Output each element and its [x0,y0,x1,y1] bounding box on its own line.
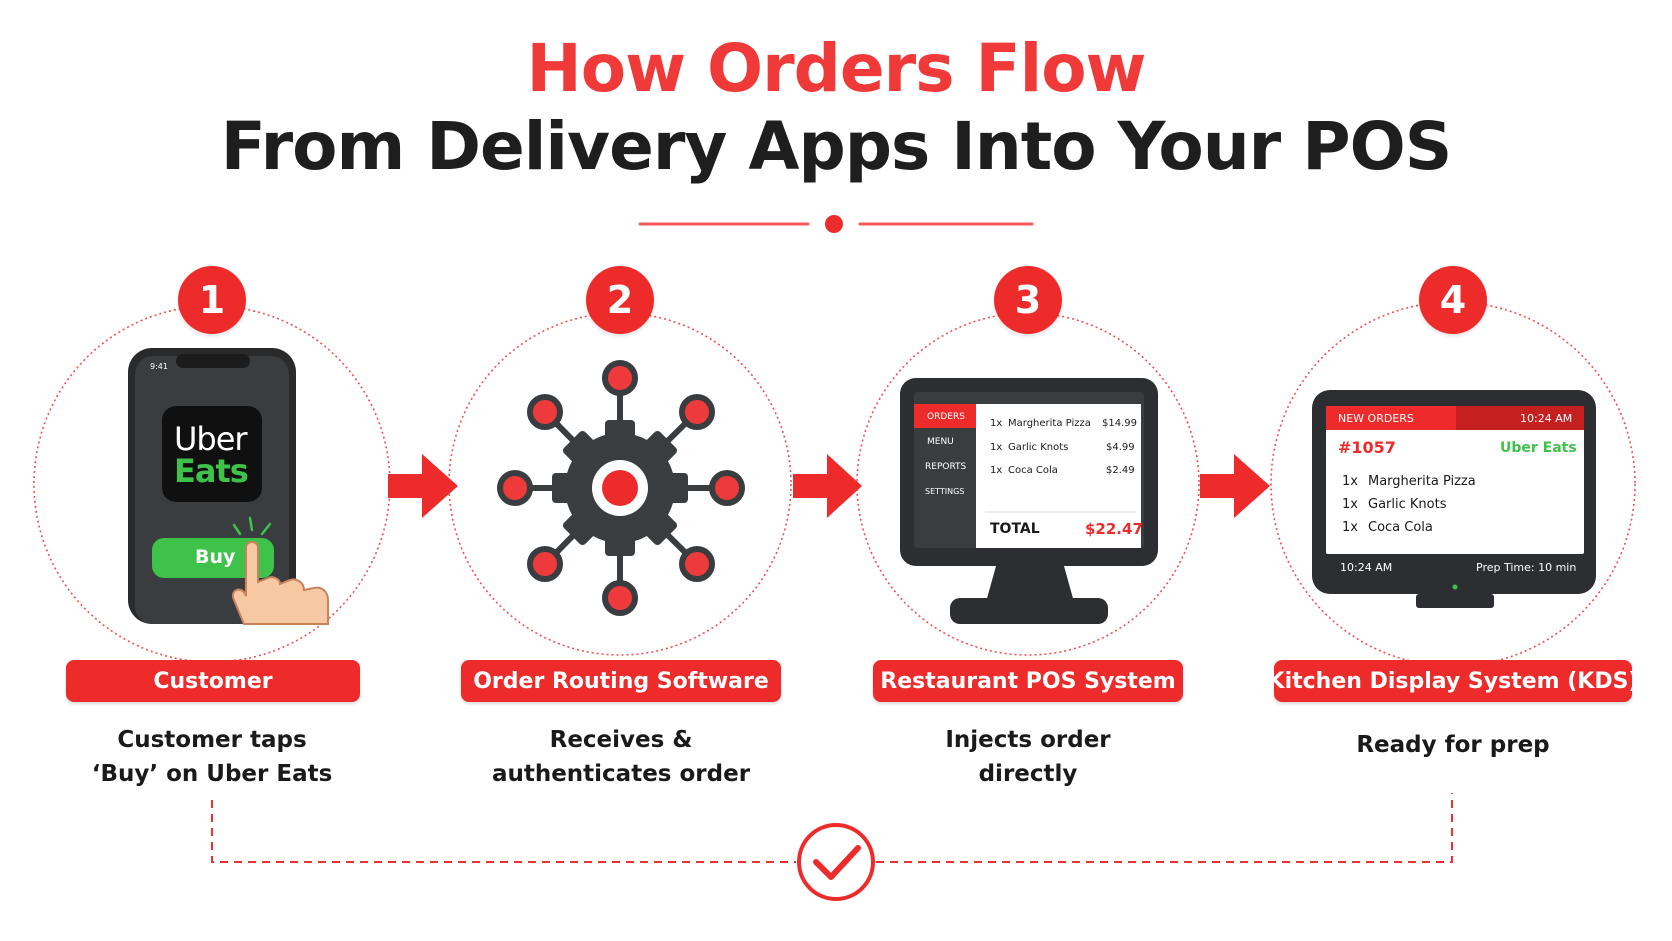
step-number-badge: 3 [994,266,1062,334]
kds-item-qty: 1x [1342,497,1358,512]
kds-item-qty: 1x [1342,474,1358,489]
pos-item-qty: 1x [990,418,1003,429]
uber-wordmark: Uber [174,420,248,458]
kds-order-id: #1057 [1338,438,1396,457]
hand-icon [232,541,329,625]
pos-menu-settings[interactable]: SETTINGS [925,487,965,496]
kds-item-qty: 1x [1342,520,1358,535]
step-number-badge: 4 [1419,266,1487,334]
pos-item-name: Garlic Knots [1008,442,1069,453]
eats-wordmark: Eats [174,452,249,490]
pos-menu-menu[interactable]: MENU [927,437,954,447]
desc-line: directly [978,761,1078,787]
step-label-kds: Kitchen Display System (KDS) [1268,660,1639,702]
step-number-badge: 1 [178,266,246,334]
step-number-badge: 2 [586,266,654,334]
pos-total-value: $22.47 [1085,520,1143,538]
desc-line: authenticates order [491,761,751,787]
gear-network-icon [497,360,745,616]
kds-footer-time: 10:24 AM [1340,561,1393,574]
pos-item-qty: 1x [990,442,1003,453]
kds-order-source: Uber Eats [1500,440,1577,456]
desc-line: Customer taps [117,727,307,753]
page-title-line1: How Orders Flow [526,30,1146,107]
pos-item-name: Margherita Pizza [1008,418,1091,429]
dashed-connector [211,793,1453,863]
desc-line: Injects order [945,727,1111,753]
arrow-icon [793,454,862,518]
smartphone-icon [128,348,329,625]
step-description: Ready for prep [1303,728,1603,762]
pos-total-label: TOTAL [990,521,1040,537]
title-divider [638,215,1034,233]
step-label-pos: Restaurant POS System [873,660,1183,702]
arrow-icon [1200,454,1270,518]
phone-time: 9:41 [150,362,168,371]
checkmark-icon [797,823,875,901]
pos-item-price: $14.99 [1102,418,1137,429]
desc-line: Ready for prep [1356,732,1550,758]
pos-terminal-icon [900,378,1158,624]
kds-item-name: Margherita Pizza [1368,474,1476,489]
pos-item-price: $4.99 [1106,442,1135,453]
desc-line: ‘Buy’ on Uber Eats [91,761,333,787]
kds-header-time: 10:24 AM [1520,412,1573,425]
step-description: Injects order directly [878,723,1178,791]
step-description: Customer taps ‘Buy’ on Uber Eats [62,723,362,791]
kds-item-name: Garlic Knots [1368,497,1447,512]
kds-item-name: Coca Cola [1368,520,1433,535]
pos-menu-orders[interactable]: ORDERS [927,412,965,422]
desc-line: Receives & [549,727,693,753]
kds-header-label: NEW ORDERS [1338,412,1414,425]
page-title-line2: From Delivery Apps Into Your POS [220,108,1452,185]
step-description: Receives & authenticates order [460,723,782,791]
pos-item-qty: 1x [990,465,1003,476]
pos-item-name: Coca Cola [1008,465,1058,476]
pos-item-price: $2.49 [1106,465,1135,476]
buy-button[interactable]: Buy [195,546,236,568]
kds-footer-prep: Prep Time: 10 min [1476,561,1577,574]
arrow-icon [388,454,458,518]
step-label-customer: Customer [66,660,360,702]
pos-menu-reports[interactable]: REPORTS [925,462,967,472]
kitchen-display-icon [1312,390,1596,608]
step-label-order-routing: Order Routing Software [461,660,781,702]
